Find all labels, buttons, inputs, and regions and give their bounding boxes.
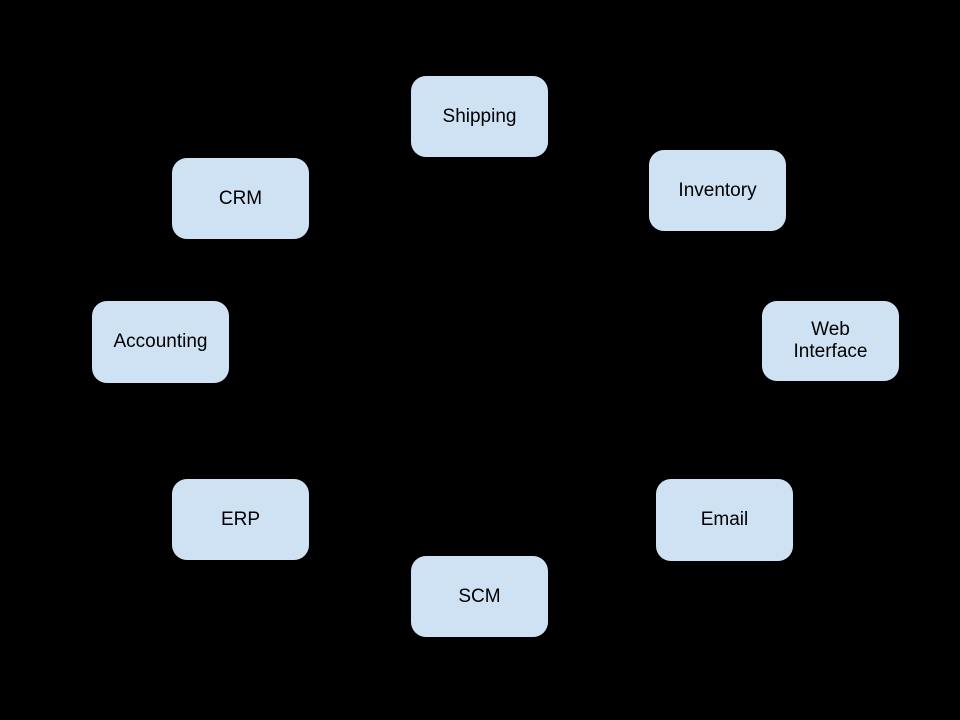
node-scm: SCM xyxy=(411,556,548,637)
node-inventory-label: Inventory xyxy=(678,179,757,201)
node-crm: CRM xyxy=(172,158,309,239)
node-erp: ERP xyxy=(172,479,309,560)
node-inventory: Inventory xyxy=(649,150,786,231)
node-shipping-label: Shipping xyxy=(442,105,517,127)
node-web-interface-label: Web Interface xyxy=(793,319,868,362)
node-email-label: Email xyxy=(700,509,749,530)
node-crm-label: CRM xyxy=(218,187,263,209)
node-erp-label: ERP xyxy=(220,508,261,530)
node-shipping: Shipping xyxy=(411,76,548,157)
node-accounting: Accounting xyxy=(92,301,229,383)
node-web-interface: Web Interface xyxy=(762,301,899,381)
node-email: Email xyxy=(656,479,793,561)
node-accounting-label: Accounting xyxy=(113,331,208,352)
node-scm-label: SCM xyxy=(458,585,501,607)
